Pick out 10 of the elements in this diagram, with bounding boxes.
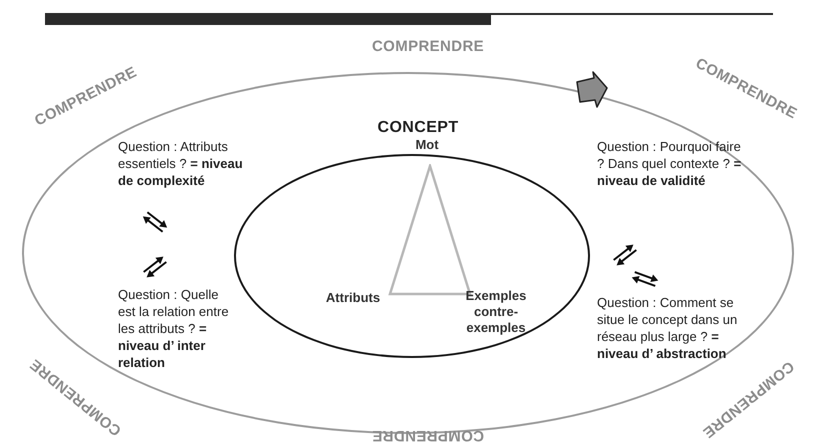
vertex-label: Exemples contre-exemples (464, 288, 528, 336)
question-text: Question : Pourquoi faire ? Dans quel contexte ? = niveau de validité (597, 138, 742, 189)
cycle-label: COMPRENDRE (370, 426, 486, 444)
vertex-label: Attributs (324, 290, 382, 306)
question-text: Question : Quelle est la relation entre les attributs ? = niveau d’ inter relation (118, 286, 230, 370)
question-text: Question : Attributs essentiels ? = niveau de complexité (118, 138, 244, 189)
vertex-label: Mot (414, 137, 440, 153)
cycle-label: COMPRENDRE (370, 38, 486, 56)
question-text: Question : Comment se situe le concept dans un réseau plus large ? = niveau d’ abstraction (597, 294, 738, 362)
concept-heading: CONCEPT (376, 118, 460, 138)
